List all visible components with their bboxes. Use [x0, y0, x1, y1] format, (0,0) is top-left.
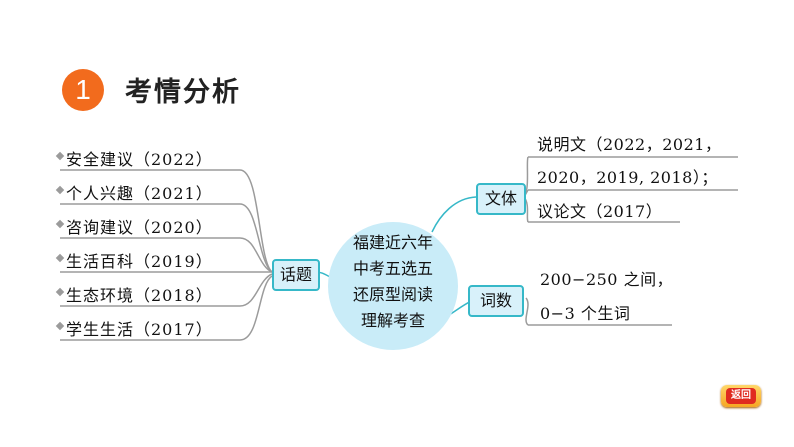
word-count-line: 0−3 个生词 — [540, 304, 631, 323]
genre-node: 文体 — [476, 183, 526, 215]
center-line: 还原型阅读 — [352, 285, 433, 304]
back-button[interactable]: 返回 — [721, 385, 761, 407]
center-node-text: 福建近六年 中考五选五 还原型阅读 理解考查 — [328, 230, 458, 334]
topic-item: 安全建议（2022） — [66, 150, 213, 169]
genre-line: 议论文（2017） — [537, 202, 663, 221]
topic-item: 生活百科（2019） — [66, 252, 213, 271]
center-node — [328, 222, 458, 350]
genre-line: 说明文（2022，2021， — [537, 135, 722, 154]
section-title: 考情分析 — [125, 77, 241, 108]
genre-line: 2020，2019, 2018）； — [537, 168, 718, 187]
topic-node: 话题 — [272, 259, 320, 291]
topic-item: 生态环境（2018） — [66, 286, 213, 305]
center-line: 福建近六年 — [352, 233, 433, 252]
center-line: 理解考查 — [360, 311, 425, 330]
word-count-node: 词数 — [468, 285, 524, 317]
section-number-badge: 1 — [62, 69, 104, 111]
topic-item: 咨询建议（2020） — [66, 218, 213, 237]
topic-item: 学生生活（2017） — [66, 320, 213, 339]
topic-item: 个人兴趣（2021） — [66, 184, 213, 203]
center-line: 中考五选五 — [352, 259, 433, 278]
back-button-label: 返回 — [726, 388, 756, 404]
word-count-line: 200−250 之间， — [540, 270, 674, 289]
